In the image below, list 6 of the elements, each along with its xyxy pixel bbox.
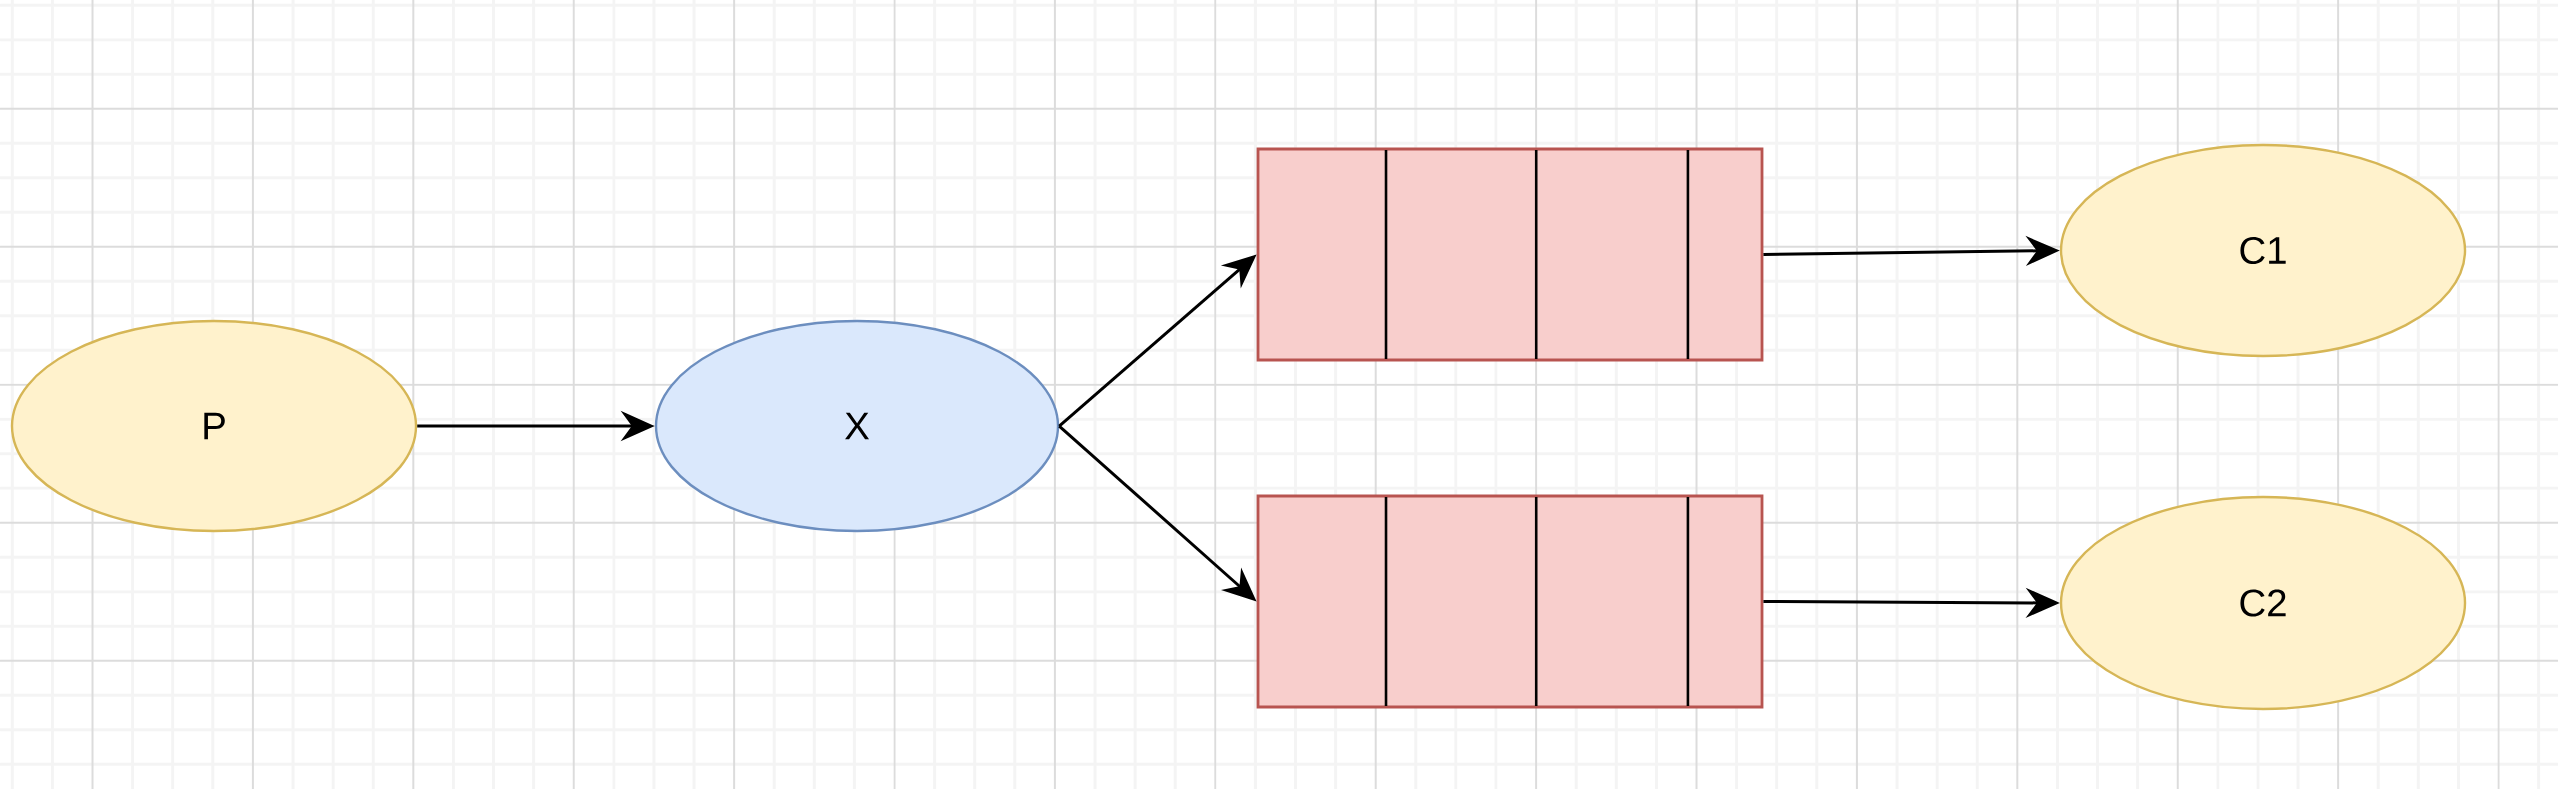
ellipse-node: C1 — [2059, 143, 2467, 358]
ellipse-node: P — [10, 319, 418, 533]
queue-box — [1256, 494, 1764, 709]
ellipse-node: X — [654, 319, 1060, 533]
queue-box — [1256, 147, 1764, 362]
ellipse-node: C2 — [2059, 495, 2467, 711]
